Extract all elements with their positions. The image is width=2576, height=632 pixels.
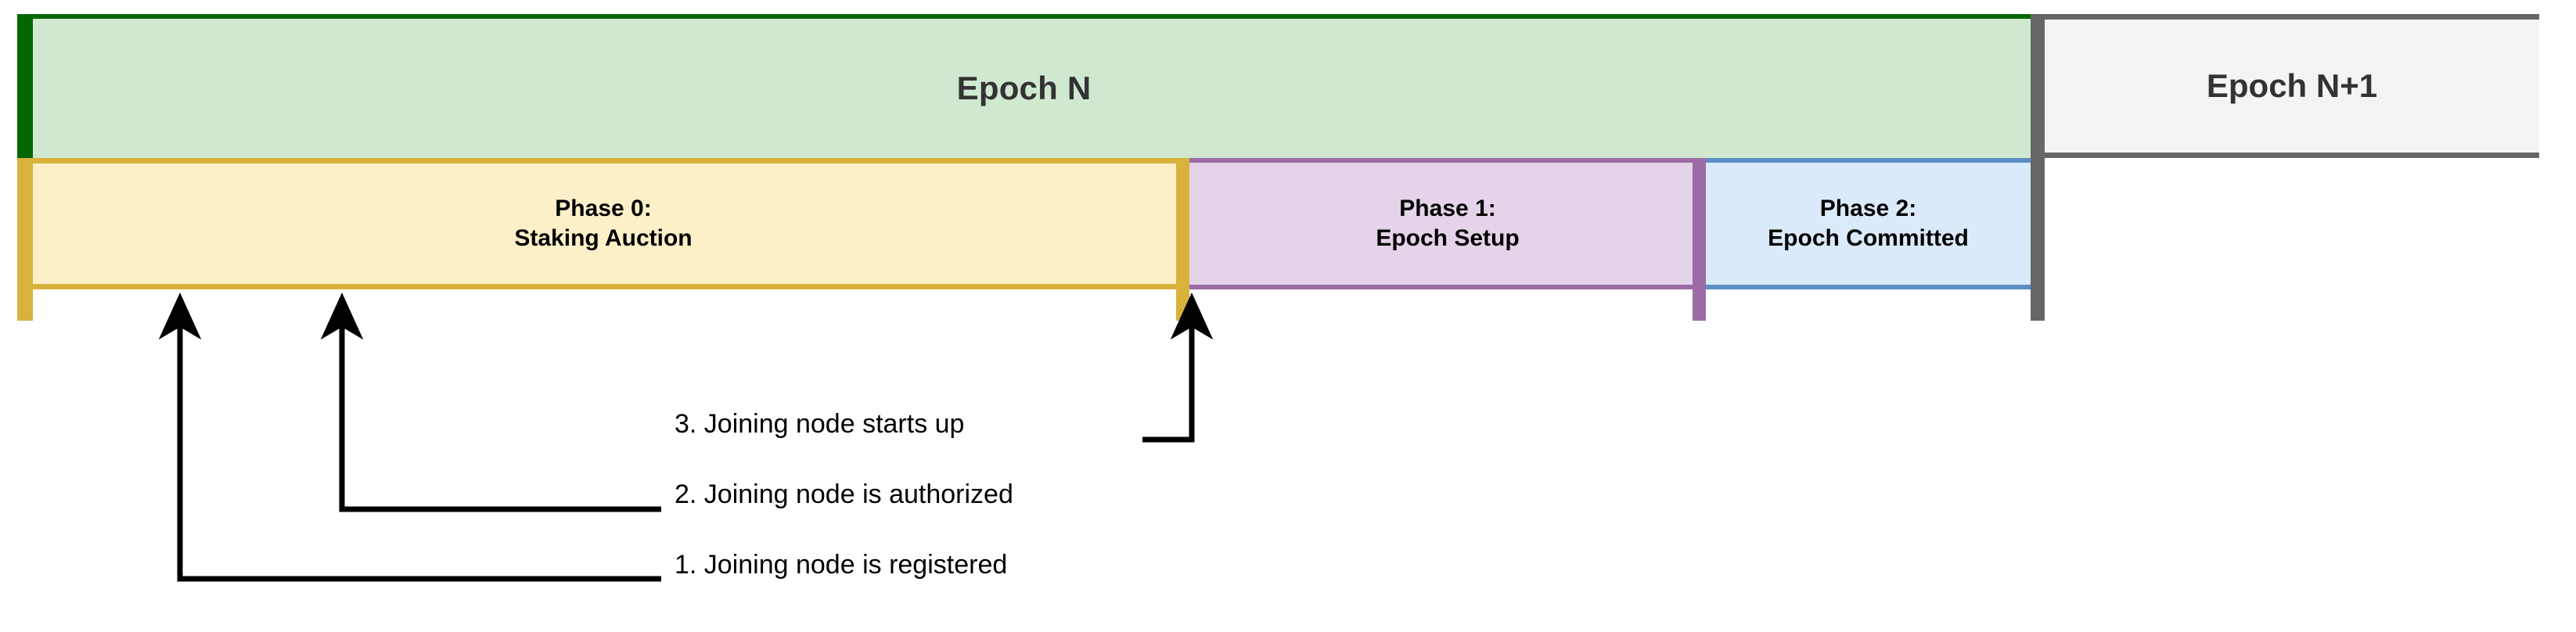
phase-0-box: Phase 0: Staking Auction: [17, 158, 1189, 289]
phase-1-subtitle: Epoch Setup: [1376, 225, 1520, 251]
phase-2-subtitle: Epoch Committed: [1768, 225, 1969, 251]
annotation-1-leader: [158, 292, 661, 582]
epoch-n-box: Epoch N: [17, 14, 2031, 158]
epoch-n-plus-1-box: Epoch N+1: [2045, 14, 2539, 158]
phase-2-title: Phase 2:: [1819, 196, 1917, 222]
phase-1-right-edge-bar: [1693, 158, 1706, 321]
phase-2-box: Phase 2: Epoch Committed: [1706, 158, 2031, 289]
phase-0-right-edge-bar: [1176, 158, 1189, 321]
epoch-n-label: Epoch N: [956, 70, 1092, 106]
epoch-boundary-divider: [2031, 14, 2045, 321]
annotation-2-leader: [320, 292, 661, 512]
annotation-2-label: 2. Joining node is authorized: [675, 479, 1013, 509]
epoch-n-plus-1-label: Epoch N+1: [2206, 67, 2378, 104]
annotation-1-label: 1. Joining node is registered: [675, 550, 1008, 580]
phase-1-title: Phase 1:: [1399, 196, 1496, 222]
phase-0-title: Phase 0:: [555, 196, 652, 222]
annotation-3-leader: [1142, 292, 1214, 443]
annotation-3-label: 3. Joining node starts up: [675, 409, 965, 439]
phase-0-subtitle: Staking Auction: [514, 225, 693, 251]
phase-1-box: Phase 1: Epoch Setup: [1189, 158, 1706, 289]
phase-0-left-edge-bar: [17, 158, 33, 321]
